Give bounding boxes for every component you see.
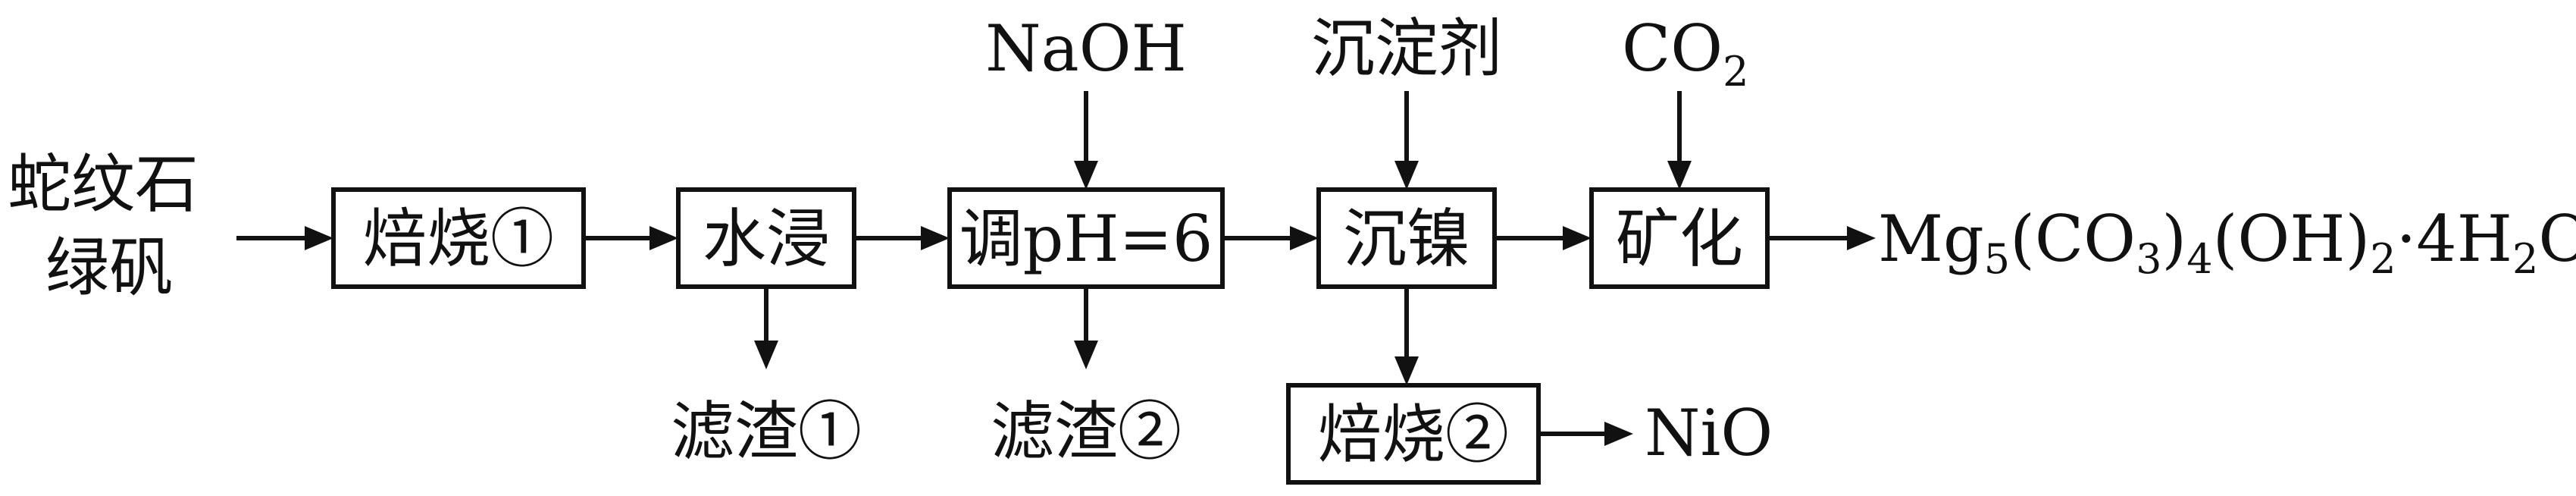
- residue1-label: 滤渣①: [671, 394, 862, 469]
- roast2-label: 焙烧②: [1318, 397, 1509, 472]
- roast1-label: 焙烧①: [363, 202, 554, 276]
- arrow-precip-ni-to-roast2: [1394, 287, 1419, 385]
- arrow-mineralize-to-product: [1767, 226, 1876, 250]
- arrow-co2-to-mineralize: [1667, 91, 1692, 190]
- arrow-naoh-to-adjust-ph: [1074, 91, 1098, 190]
- arrow-roast1-to-water-leach: [584, 226, 678, 250]
- reagent-precipitant: 沉淀剂: [1311, 11, 1502, 86]
- raw-material-line1: 蛇纹石: [8, 147, 199, 221]
- arrow-adjust-ph-to-precip-ni: [1222, 226, 1319, 250]
- arrow-precipitant-to-precip-ni: [1394, 91, 1419, 190]
- mineralize-label: 矿化: [1616, 202, 1743, 276]
- arrow-roast2-to-nio: [1538, 422, 1633, 446]
- raw-material-line2: 绿矾: [45, 231, 173, 305]
- roast2-box: [1286, 383, 1541, 485]
- reagent-co2: CO2: [1622, 11, 1749, 96]
- water-leach-label: 水浸: [703, 202, 830, 276]
- residue2-label: 滤渣②: [991, 394, 1182, 469]
- product-mg-carbonate: Mg5(CO3)4(OH)2·4H2O: [1878, 202, 2576, 283]
- product-nio: NiO: [1645, 396, 1773, 470]
- adjust-ph-label: 调pH=6: [959, 202, 1213, 276]
- arrow-raw-to-roast1: [236, 226, 333, 250]
- arrow-water-leach-to-adjust-ph: [854, 226, 950, 250]
- precip-ni-label: 沉镍: [1343, 202, 1470, 276]
- raw-material-label: 蛇纹石 绿矾: [8, 147, 199, 305]
- reagent-naoh: NaOH: [985, 11, 1187, 86]
- arrow-water-leach-to-residue1: [754, 287, 778, 369]
- arrow-adjust-ph-to-residue2: [1074, 287, 1098, 369]
- arrow-precip-ni-to-mineralize: [1495, 226, 1592, 250]
